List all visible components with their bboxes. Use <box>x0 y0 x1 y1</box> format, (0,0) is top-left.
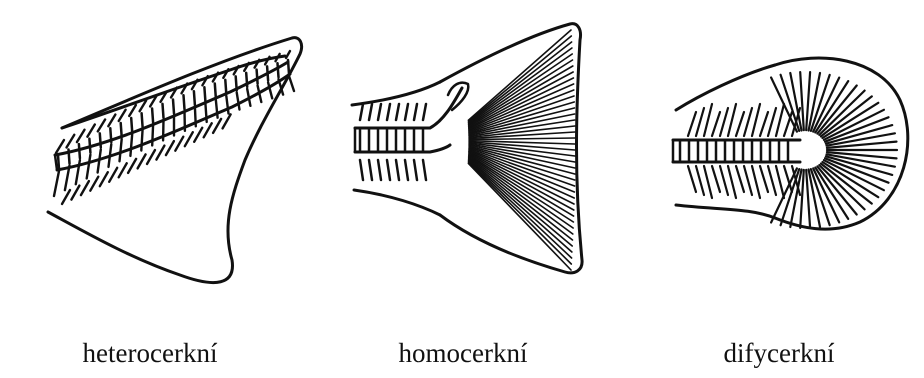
heterocercal-caption: heterocerkní <box>83 340 218 367</box>
homocercal-fin-icon <box>352 24 582 273</box>
heterocercal-fin-icon <box>48 38 302 283</box>
diphycercal-fin-icon <box>673 58 908 229</box>
diphycercal-caption: difycerkní <box>724 340 835 367</box>
homocercal-caption: homocerkní <box>399 340 528 367</box>
